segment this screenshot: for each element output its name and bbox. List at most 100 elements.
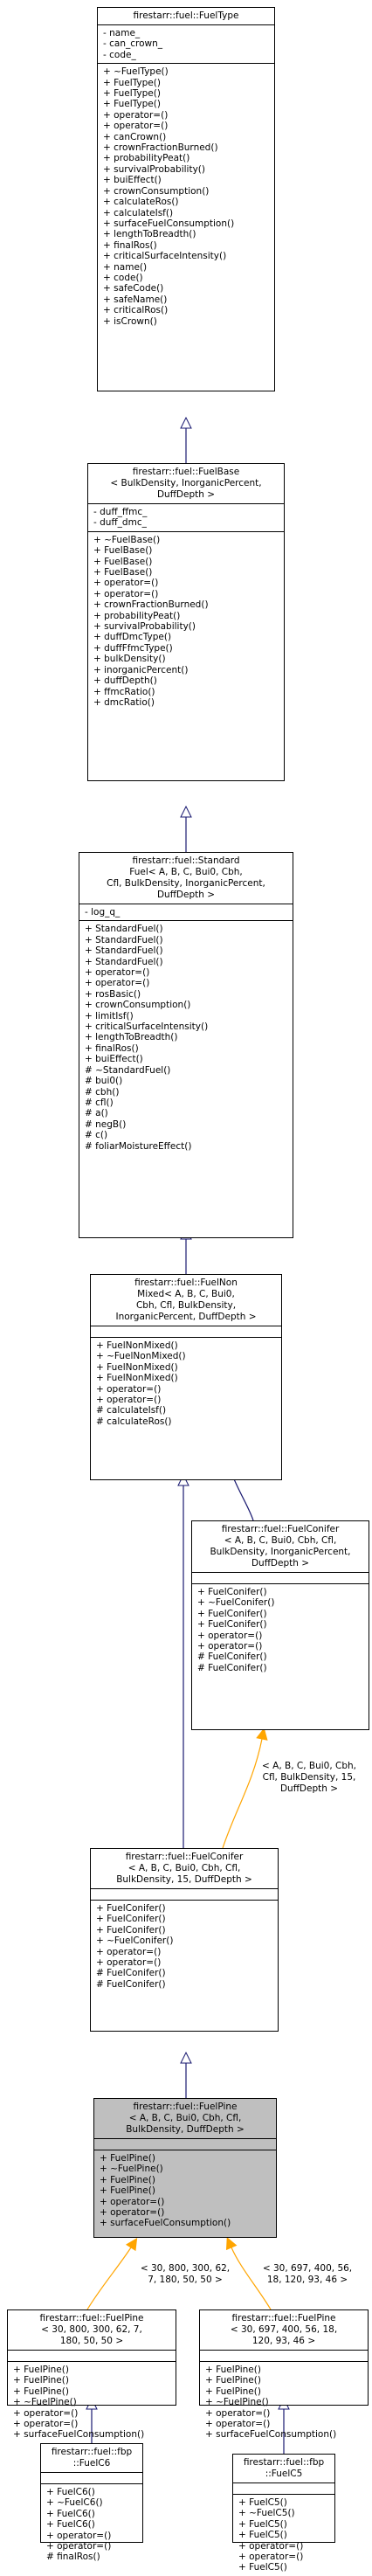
edge-label-c6: < 30, 800, 300, 62, 7, 180, 50, 50 >	[131, 2263, 239, 2286]
method: + operator=()	[205, 2407, 271, 2419]
class-title-line: Cbh, Cfl, BulkDensity,	[135, 1300, 237, 1311]
method: + FuelC6()	[46, 2508, 95, 2519]
method: + FuelPine()	[205, 2365, 261, 2375]
method: + duffDepth()	[93, 675, 157, 687]
method: + surfaceFuelConsumption()	[13, 2429, 145, 2441]
method: + canCrown()	[103, 131, 167, 142]
method: + FuelC5()	[238, 2530, 287, 2541]
attribute: - can_crown_	[103, 38, 163, 50]
edge-label-c5: < 30, 697, 400, 56, 18, 120, 93, 46 >	[251, 2263, 363, 2286]
method: + ffmcRatio()	[93, 686, 155, 697]
class-box-fueltype[interactable]: firestarr::fuel::FuelType - name_ - can_…	[97, 7, 275, 391]
class-title-line: Cfl, BulkDensity, InorganicPercent,	[107, 878, 265, 889]
class-box-fuel-pine-c6[interactable]: firestarr::fuel::FuelPine < 30, 800, 300…	[7, 2309, 176, 2440]
methods-section: + FuelPine() + FuelPine() + FuelPine() +…	[8, 2361, 176, 2443]
method: + StandardFuel()	[85, 924, 163, 935]
method: + FuelConifer()	[96, 1924, 166, 1935]
method: + FuelType()	[103, 77, 161, 88]
attributes-section	[91, 1326, 281, 1337]
class-title-line: ::FuelC6	[72, 2458, 111, 2469]
method: + operator=()	[100, 2207, 165, 2219]
class-box-fuel-c5[interactable]: firestarr::fuel::fbp ::FuelC5 + FuelC5()…	[232, 2454, 335, 2573]
method: # cbh()	[85, 1086, 120, 1098]
method: # bui0()	[85, 1076, 123, 1087]
method: # FuelConifer()	[96, 1978, 166, 1990]
method: + probabilityPeat()	[103, 153, 190, 164]
class-box-fuel-pine-c5[interactable]: firestarr::fuel::FuelPine < 30, 697, 400…	[199, 2309, 369, 2440]
method: + ~FuelC5()	[238, 2508, 295, 2519]
method: # negB()	[85, 1118, 127, 1130]
method: + ~FuelPine()	[100, 2164, 163, 2175]
method: # c()	[85, 1130, 108, 1141]
class-title-line: < A, B, C, Bui0, Cbh, Cfl,	[224, 1535, 337, 1546]
method: + crownFractionBurned()	[93, 599, 209, 611]
class-box-fuel-conifer-15[interactable]: firestarr::fuel::FuelConifer < A, B, C, …	[90, 1848, 279, 2032]
edge-label-line: < 30, 800, 300, 62,	[140, 2263, 231, 2274]
class-box-fuelbase[interactable]: firestarr::fuel::FuelBase < BulkDensity,…	[87, 463, 285, 781]
attributes-section	[8, 2350, 176, 2361]
class-box-fuel-pine[interactable]: firestarr::fuel::FuelPine < A, B, C, Bui…	[93, 2098, 277, 2238]
method: + ~FuelPine()	[13, 2397, 77, 2408]
method: + FuelType()	[103, 88, 161, 100]
method: + safeCode()	[103, 283, 164, 294]
class-title-line: DuffDepth >	[251, 1558, 310, 1568]
class-title: firestarr::fuel::FuelPine < 30, 697, 400…	[200, 2310, 368, 2350]
class-box-standard-fuel[interactable]: firestarr::fuel::Standard Fuel< A, B, C,…	[79, 852, 293, 1238]
method: + FuelPine()	[100, 2185, 155, 2197]
method: + code()	[103, 272, 143, 283]
class-title-line: < A, B, C, Bui0, Cbh, Cfl,	[127, 1863, 241, 1873]
method: + lengthToBreadth()	[85, 1032, 178, 1043]
class-title-line: firestarr::fuel::FuelBase	[132, 467, 240, 477]
method: + surfaceFuelConsumption()	[103, 218, 235, 229]
edge-conifertpl-to-nonmixed	[232, 1475, 254, 1521]
method: + operator=()	[93, 588, 159, 599]
methods-section: + FuelConifer() + FuelConifer() + FuelCo…	[91, 1900, 278, 1992]
method: + operator=()	[96, 1957, 162, 1969]
attributes-section	[91, 1888, 278, 1900]
method: + FuelBase()	[93, 567, 153, 578]
method: + FuelC6()	[46, 2519, 95, 2531]
attributes-section	[233, 2483, 334, 2494]
method: + FuelC5()	[238, 2497, 287, 2508]
method: # FuelConifer()	[197, 1652, 267, 1663]
class-box-fuel-non-mixed[interactable]: firestarr::fuel::FuelNon Mixed< A, B, C,…	[90, 1274, 282, 1480]
method: + survivalProbability()	[103, 163, 205, 175]
method: + crownConsumption()	[85, 1000, 191, 1011]
class-title-line: firestarr::fuel::FuelType	[133, 10, 239, 21]
method: + FuelType()	[103, 99, 161, 110]
attributes-section: - duff_ffmc_ - duff_dmc_	[88, 503, 284, 531]
class-box-fuel-c6[interactable]: firestarr::fuel::fbp ::FuelC6 + FuelC6()…	[40, 2443, 143, 2562]
class-title-line: firestarr::fuel::FuelPine	[231, 2313, 336, 2323]
class-title-line: DuffDepth >	[156, 489, 216, 500]
method: + criticalSurfaceIntensity()	[85, 1021, 209, 1033]
method: + FuelC5()	[238, 2518, 287, 2530]
class-title-line: firestarr::fuel::fbp	[243, 2457, 325, 2468]
class-box-fuel-conifer-template[interactable]: firestarr::fuel::FuelConifer < A, B, C, …	[191, 1520, 369, 1730]
method: + FuelNonMixed()	[96, 1340, 178, 1351]
class-title: firestarr::fuel::FuelBase < BulkDensity,…	[88, 464, 284, 503]
method: + rosBasic()	[85, 988, 141, 1000]
attribute: - duff_dmc_	[93, 517, 147, 529]
method: + operator=()	[13, 2407, 79, 2419]
method: # foliarMoistureEffect()	[85, 1140, 192, 1152]
method: # finalRos()	[46, 2552, 100, 2563]
method: + operator=()	[103, 109, 169, 121]
method: + dmcRatio()	[93, 696, 155, 708]
method: # FuelConifer()	[197, 1662, 267, 1673]
class-title: firestarr::fuel::FuelPine < A, B, C, Bui…	[94, 2099, 276, 2138]
method: + finalRos()	[103, 239, 157, 251]
edge-label-conifer: < A, B, C, Bui0, Cbh, Cfl, BulkDensity, …	[250, 1761, 369, 1795]
class-title-line: < BulkDensity, InorganicPercent,	[110, 478, 262, 488]
method: + safeName()	[103, 294, 168, 305]
class-title: firestarr::fuel::Standard Fuel< A, B, C,…	[79, 853, 293, 904]
method: + duffDmcType()	[93, 632, 172, 643]
class-title-line: < 30, 697, 400, 56, 18,	[230, 2324, 338, 2335]
method: + duffFfmcType()	[93, 642, 173, 654]
method: + limitIsf()	[85, 1010, 134, 1021]
method: + StandardFuel()	[85, 945, 163, 957]
methods-section: + StandardFuel() + StandardFuel() + Stan…	[79, 920, 293, 1154]
method: + FuelPine()	[13, 2365, 69, 2375]
method: + calculateIsf()	[103, 207, 174, 218]
class-title: firestarr::fuel::FuelConifer < A, B, C, …	[91, 1849, 278, 1888]
